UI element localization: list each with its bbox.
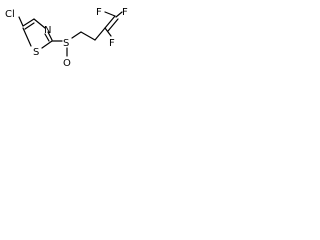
atom-label-sulfinyl-sulfur: S [63, 38, 69, 49]
atom-label-fluorine-top-right: F [122, 7, 128, 18]
bond-s-ch2 [71, 31, 82, 39]
atom-label-ring-nitrogen: N [44, 25, 51, 36]
bond-n-c2-double [44, 33, 50, 42]
atom-label-sulfinyl-oxygen: O [63, 58, 71, 69]
bond-c5-cl [18, 16, 24, 27]
bond-ch2-ch2 [80, 31, 96, 41]
atom-label-fluorine-lower: F [109, 38, 115, 49]
bond-c4-n [33, 18, 46, 29]
bond-ch2-cf [94, 27, 106, 41]
bond-s-c5 [22, 27, 32, 47]
atom-label-chlorine: Cl [5, 9, 15, 20]
atom-label-ring-sulfur: S [33, 47, 39, 58]
atom-label-fluorine-top-left: F [96, 7, 102, 18]
bond-cf-f [104, 27, 112, 37]
thiazole-ring [22, 18, 53, 49]
bond-cf2-f-right [115, 11, 123, 18]
bond-cf2-f-left [104, 11, 116, 17]
bond-cf-cf2-double [107, 18, 119, 32]
bond-cf-cf2 [104, 15, 116, 29]
structure-diagram: Cl S N S O F F F [5, 7, 128, 69]
bond-n-c2 [47, 31, 53, 41]
bond-c5-c4-double [24, 22, 35, 30]
bond-c2-s [41, 40, 53, 49]
bond-c5-c4 [22, 18, 35, 27]
